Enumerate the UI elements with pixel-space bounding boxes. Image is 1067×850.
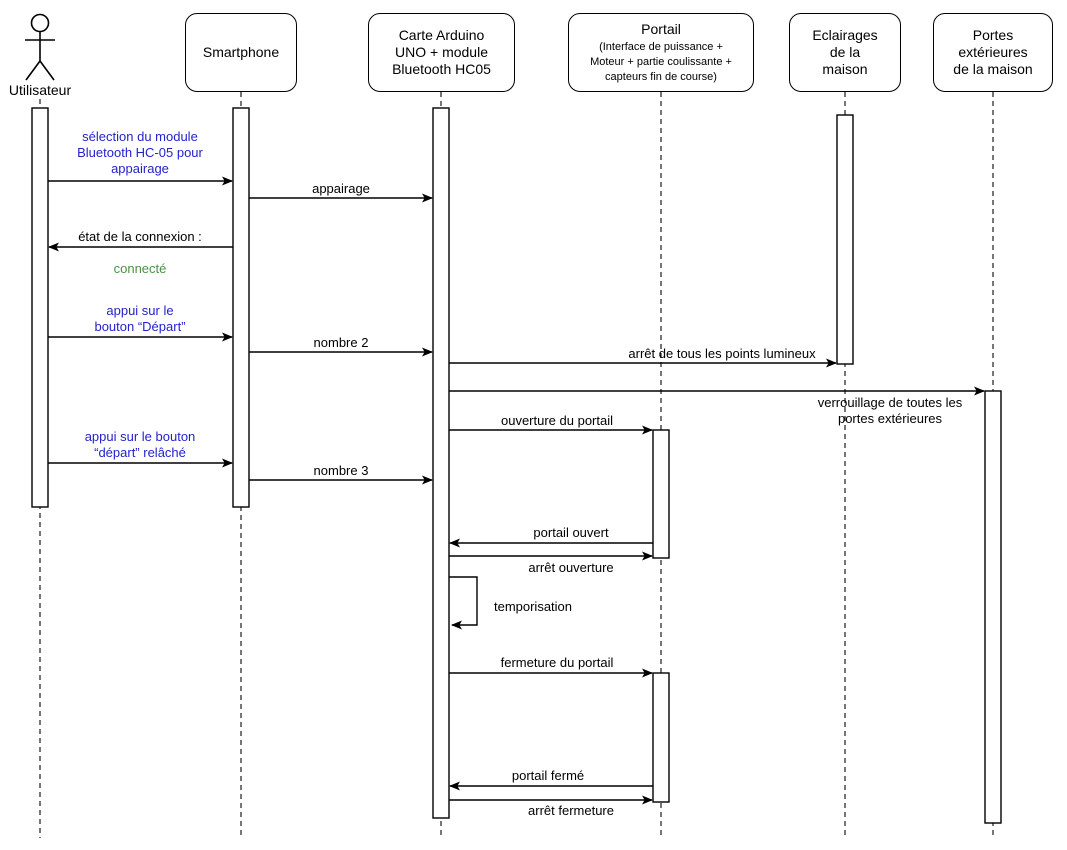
message-label-fermeture-portail: fermeture du portail (500, 655, 614, 670)
participant-portail-subtitle: (Interface de puissance + Moteur + parti… (590, 40, 732, 83)
participant-utilisateur-label: Utilisateur (8, 82, 72, 98)
message-label-arret-fermeture: arrêt fermeture (528, 803, 614, 818)
message-label-connecte-status: connecté (113, 261, 167, 276)
participant-eclairages: Eclairages de la maison (789, 13, 901, 92)
participant-eclairages-label: Eclairages de la maison (812, 27, 878, 77)
participant-portes: Portes extérieures de la maison (933, 13, 1053, 92)
activation-eclairages (836, 114, 854, 365)
message-label-appui-depart-relache: appui sur le bouton “départ” relâché (84, 429, 196, 460)
activation-smartphone (232, 107, 250, 508)
participant-arduino: Carte Arduino UNO + module Bluetooth HC0… (368, 13, 515, 92)
activation-arduino (432, 107, 450, 819)
activation-portes (984, 390, 1002, 824)
participant-portail: Portail (Interface de puissance + Moteur… (568, 13, 754, 92)
participant-smartphone: Smartphone (185, 13, 297, 92)
message-label-appairage: appairage (312, 181, 370, 196)
message-label-etat-text: état de la connexion : (78, 229, 202, 244)
participant-smartphone-label: Smartphone (202, 44, 280, 60)
actor-icon (25, 13, 55, 81)
message-label-selection-module: sélection du module Bluetooth HC-05 pour… (77, 129, 203, 176)
arrow-temporisation-self (449, 576, 478, 630)
message-label-nombre-2: nombre 2 (313, 335, 369, 350)
message-label-temporisation: temporisation (493, 599, 573, 614)
message-label-etat-connexion: état de la connexion : connecté (78, 213, 202, 293)
activation-portail-2 (652, 672, 670, 803)
message-label-arret-ouverture: arrêt ouverture (528, 560, 614, 575)
message-label-portail-ouvert: portail ouvert (533, 525, 609, 540)
message-label-verrouillage-portes: verrouillage de toutes les portes extéri… (817, 395, 963, 426)
participant-portail-title: Portail (641, 20, 681, 37)
participant-portes-label: Portes extérieures de la maison (953, 27, 1033, 77)
message-label-nombre-3: nombre 3 (313, 463, 369, 478)
activation-portail-1 (652, 429, 670, 559)
message-label-ouverture-portail: ouverture du portail (500, 413, 614, 428)
activation-utilisateur (31, 107, 49, 508)
message-label-arret-points-lumineux: arrêt de tous les points lumineux (628, 346, 816, 361)
message-label-appui-depart: appui sur le bouton “Départ” (94, 303, 186, 334)
message-label-portail-ferme: portail fermé (511, 768, 585, 783)
participant-arduino-label: Carte Arduino UNO + module Bluetooth HC0… (392, 27, 491, 77)
